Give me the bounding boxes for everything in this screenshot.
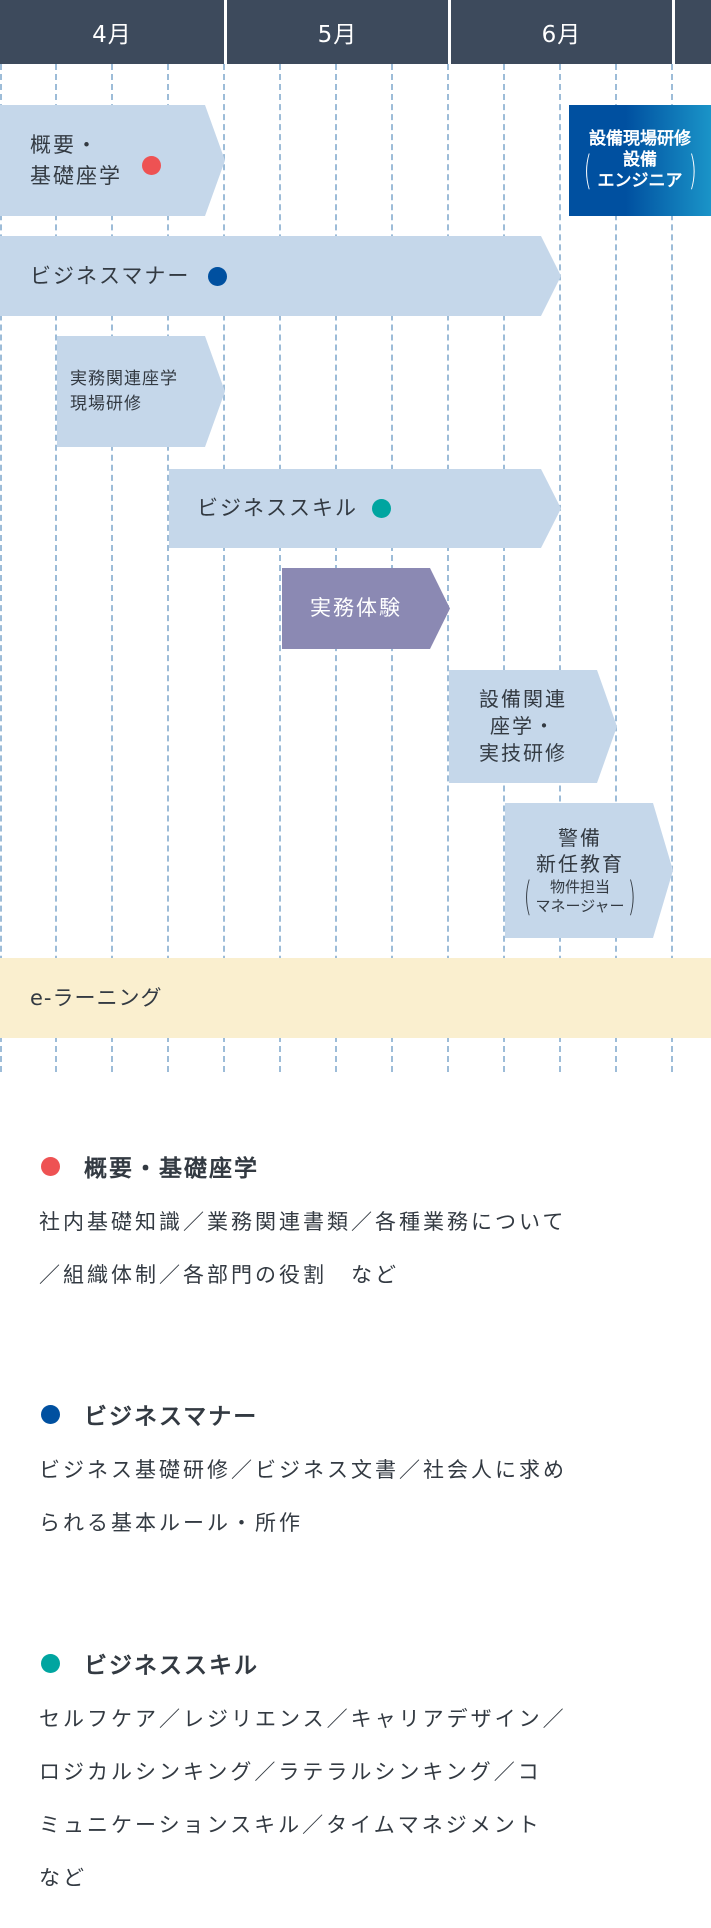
blue-dot-icon [41,1404,60,1424]
grid-line [503,64,505,1072]
legend-text: られる基本ルール・所作 [39,1511,303,1535]
bar-sublabel: 物件担当 [549,877,610,896]
bar-overview: 概要・基礎座学 [0,105,225,216]
bar-label: 座学・ [490,714,556,738]
legend-manner: ビジネスマナー ビジネス基礎研修／ビジネス文書／社会人に求められる基本ルール・所… [39,1394,679,1550]
grid-line [671,64,673,1072]
grid-line [111,64,113,1072]
red-dot-icon [41,1156,60,1176]
paren-open: ( [523,873,532,920]
bar-elearning: e-ラーニング [0,958,711,1038]
bar-site-training: 設備現場研修 ( 設備エンジニア ) [569,105,711,216]
legend-title: ビジネスマナー [84,1404,259,1430]
month-header-june: 6月 [451,0,672,64]
teal-dot-icon [41,1653,60,1673]
grid-line [447,64,449,1072]
grid-line [559,64,561,1072]
legend-overview: 概要・基礎座学 社内基礎知識／業務関連書類／各種業務について ／組織体制／各部門の… [39,1146,679,1302]
bar-label: ビジネススキル [197,496,358,521]
month-header-next [675,0,711,64]
bar-label: 設備現場研修 [589,128,691,149]
bar-related: 実務関連座学現場研修 [57,336,225,447]
grid-line [167,64,169,1072]
grid-line [223,64,225,1072]
paren-close: ) [628,873,637,920]
grid-line [615,64,617,1072]
bar-label: 実務関連座学 [70,368,178,389]
grid-line [55,64,57,1072]
legend-skill: ビジネススキル セルフケア／レジリエンス／キャリアデザイン／ ロジカルシンキング／… [39,1643,679,1905]
legend-title: ビジネススキル [84,1653,259,1679]
blue-dot-icon [208,267,227,286]
legend-text: ミュニケーションスキル／タイムマネジメント [39,1813,542,1837]
bar-label: 実務体験 [310,596,402,621]
bar-label: 基礎座学 [30,163,122,188]
bar-label: 警備 [558,825,602,850]
bar-label: 現場研修 [70,393,142,414]
bar-sublabel: 設備 [623,149,657,170]
month-header-april: 4月 [0,0,224,64]
bar-label: 概要・ [30,133,99,158]
legend-text: 社内基礎知識／業務関連書類／各種業務について [39,1210,567,1234]
bar-label: 設備関連 [479,687,567,711]
grid-line [279,64,281,1072]
paren-close: ) [688,148,697,195]
bar-label: e-ラーニング [30,985,163,1010]
legend-text: ビジネス基礎研修／ビジネス文書／社会人に求め [39,1458,567,1482]
bar-skill: ビジネススキル [169,469,561,548]
bar-security: 警備 新任教育 ( 物件担当マネージャー ) [505,803,673,938]
legend-text: セルフケア／レジリエンス／キャリアデザイン／ [39,1707,567,1731]
bar-equipment: 設備関連座学・実技研修 [449,670,617,783]
red-dot-icon [142,156,161,175]
legend-title: 概要・基礎座学 [84,1156,259,1182]
grid-line [0,64,2,1072]
teal-dot-icon [372,499,391,518]
bar-manner: ビジネスマナー [0,236,561,316]
bar-label: 新任教育 [536,851,624,876]
bar-label: 実技研修 [479,741,567,765]
bar-practice: 実務体験 [282,568,450,649]
bar-label: ビジネスマナー [30,263,191,288]
month-header-may: 5月 [227,0,448,64]
legend-text: ロジカルシンキング／ラテラルシンキング／コ [39,1760,542,1784]
paren-open: ( [583,148,592,195]
legend-text: など [39,1866,87,1890]
bar-sublabel: マネージャー [535,896,625,915]
legend-text: ／組織体制／各部門の役割 など [39,1263,399,1287]
bar-sublabel: エンジニア [597,171,683,192]
